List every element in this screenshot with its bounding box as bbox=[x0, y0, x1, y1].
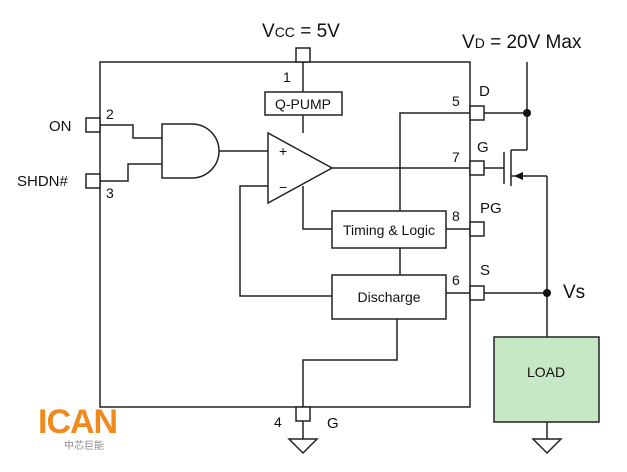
source-node-dot bbox=[543, 289, 551, 297]
pin-5-label: D bbox=[479, 83, 490, 100]
pin-on-label: ON bbox=[49, 118, 72, 135]
load-label: LOAD bbox=[527, 364, 565, 380]
load-block bbox=[493, 336, 600, 423]
pin-7-number: 7 bbox=[452, 149, 460, 165]
vs-label: Vs bbox=[563, 282, 585, 303]
opamp-plus: + bbox=[279, 143, 287, 159]
pin-5-number: 5 bbox=[452, 93, 460, 109]
opamp-minus: − bbox=[279, 179, 287, 195]
pin-shdn-label: SHDN# bbox=[17, 173, 69, 190]
timing-logic-label: Timing & Logic bbox=[343, 222, 435, 238]
ground-symbol-ic bbox=[287, 438, 319, 455]
discharge-block bbox=[331, 274, 447, 320]
pin-3 bbox=[85, 173, 101, 189]
qpump-label: Q-PUMP bbox=[275, 96, 331, 112]
pin-2 bbox=[85, 117, 101, 133]
pin-5 bbox=[469, 105, 485, 121]
pin-7-label: G bbox=[477, 139, 489, 156]
timing-logic-block bbox=[331, 210, 447, 249]
pin-4-label: G bbox=[327, 415, 339, 432]
pin-4 bbox=[295, 406, 311, 422]
pin-6 bbox=[469, 285, 485, 301]
vcc-label: VCC = 5V bbox=[262, 21, 340, 42]
discharge-label: Discharge bbox=[357, 289, 420, 305]
pin-3-number: 3 bbox=[106, 185, 114, 201]
ground-symbol-load bbox=[531, 438, 563, 455]
pin-1-number: 1 bbox=[283, 69, 291, 85]
ican-logo: ICAN 中芯巨能 bbox=[38, 403, 118, 452]
pin-4-number: 4 bbox=[274, 414, 282, 430]
pin-6-label: S bbox=[480, 262, 490, 279]
pin-7 bbox=[469, 160, 485, 176]
pin-1 bbox=[295, 47, 311, 63]
ican-logo-text: ICAN bbox=[38, 403, 117, 441]
drain-node-dot bbox=[523, 109, 531, 117]
pin-2-number: 2 bbox=[106, 106, 114, 122]
pin-8-label: PG bbox=[480, 200, 502, 217]
mosfet-arrow bbox=[514, 172, 523, 180]
vd-label: VD = 20V Max bbox=[462, 32, 582, 53]
and-gate bbox=[161, 123, 220, 179]
pin-6-number: 6 bbox=[452, 272, 460, 288]
pin-8 bbox=[469, 221, 485, 237]
opamp bbox=[267, 131, 334, 205]
pin-8-number: 8 bbox=[452, 208, 460, 224]
ican-logo-tagline: 中芯巨能 bbox=[64, 439, 104, 452]
